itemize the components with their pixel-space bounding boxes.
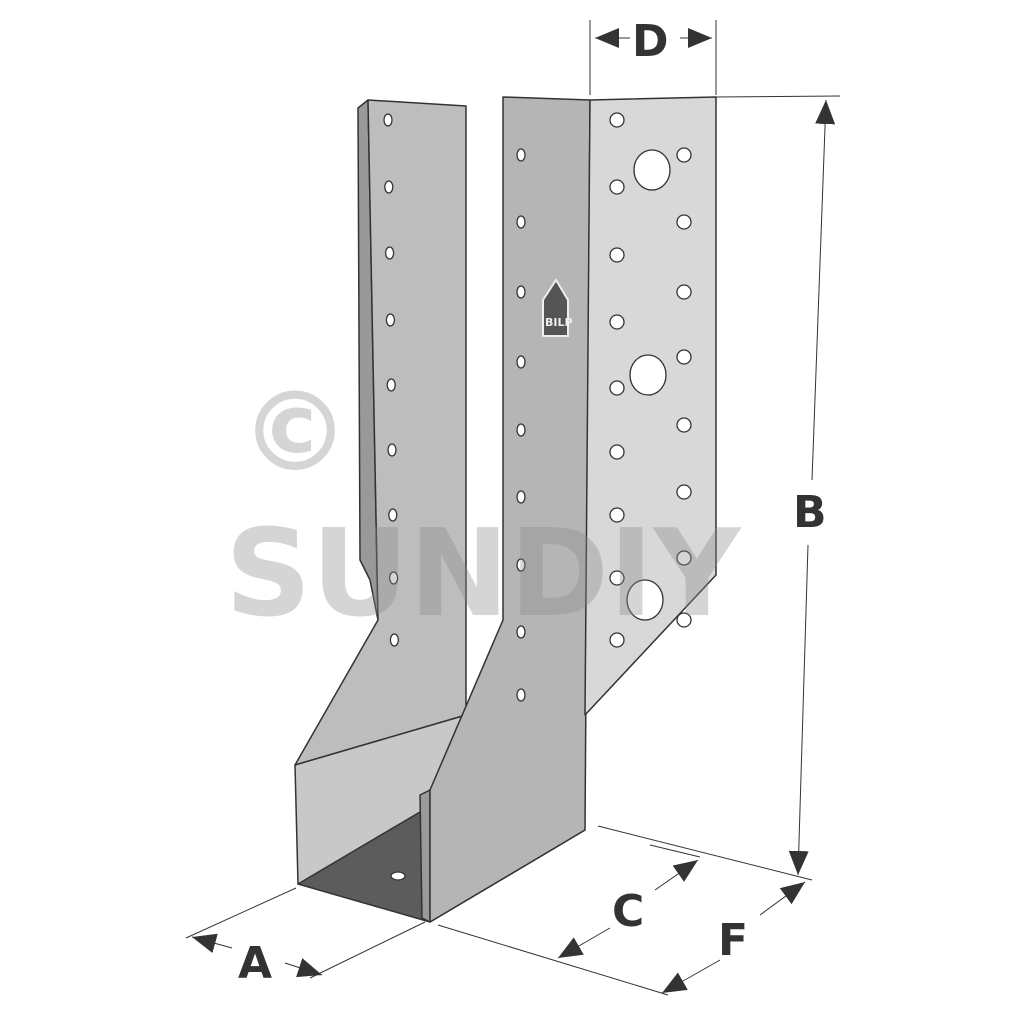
nail-hole [609, 570, 625, 586]
nail-hole [676, 214, 692, 230]
nail-hole [609, 247, 625, 263]
bilp-logo: BILP [542, 278, 573, 337]
bolt-hole [633, 149, 671, 191]
nail-hole [389, 633, 400, 647]
nail-hole [387, 443, 397, 457]
logo-text: BILP [545, 316, 573, 329]
nail-hole [609, 179, 625, 195]
nail-hole [676, 147, 692, 163]
dimension-label-a: A [238, 938, 272, 989]
nail-hole [609, 632, 625, 648]
nail-hole [676, 349, 692, 365]
nail-hole [516, 148, 526, 162]
nail-hole [516, 625, 526, 639]
bolt-hole [626, 579, 664, 621]
nail-hole [516, 215, 526, 229]
nail-hole [384, 246, 395, 260]
watermark-copyright: © [240, 368, 350, 496]
nail-hole [516, 423, 526, 437]
dimension-label-d: D [632, 16, 669, 67]
floor-hole [390, 871, 406, 881]
nail-hole [516, 490, 526, 504]
nail-hole [383, 113, 393, 127]
nail-hole [676, 550, 692, 566]
nail-hole [676, 484, 692, 500]
nail-hole [516, 285, 526, 299]
nail-hole [388, 571, 399, 585]
nail-hole [609, 444, 625, 460]
nail-hole [388, 508, 398, 522]
watermark: © SUNDIY [225, 368, 743, 644]
watermark-text: SUNDIY [225, 505, 743, 644]
left-flange-edge [357, 99, 379, 621]
nail-hole [516, 355, 526, 369]
nail-hole [609, 314, 625, 330]
dimension-label-b: B [793, 487, 827, 538]
nail-hole [516, 558, 526, 572]
nail-hole [384, 180, 394, 194]
nail-hole [609, 507, 625, 523]
nail-hole [676, 284, 692, 300]
nail-hole [609, 380, 625, 396]
dimension-label-c: C [612, 886, 644, 937]
dimension-lines [185, 20, 841, 996]
front-right-edge [419, 789, 431, 923]
dimension-label-f: F [718, 915, 748, 966]
nail-hole [386, 378, 396, 392]
nail-hole [676, 612, 692, 628]
nail-hole [609, 112, 625, 128]
nail-hole [385, 313, 396, 327]
nail-hole [676, 417, 692, 433]
nail-hole [516, 688, 526, 702]
bolt-hole [629, 354, 667, 396]
